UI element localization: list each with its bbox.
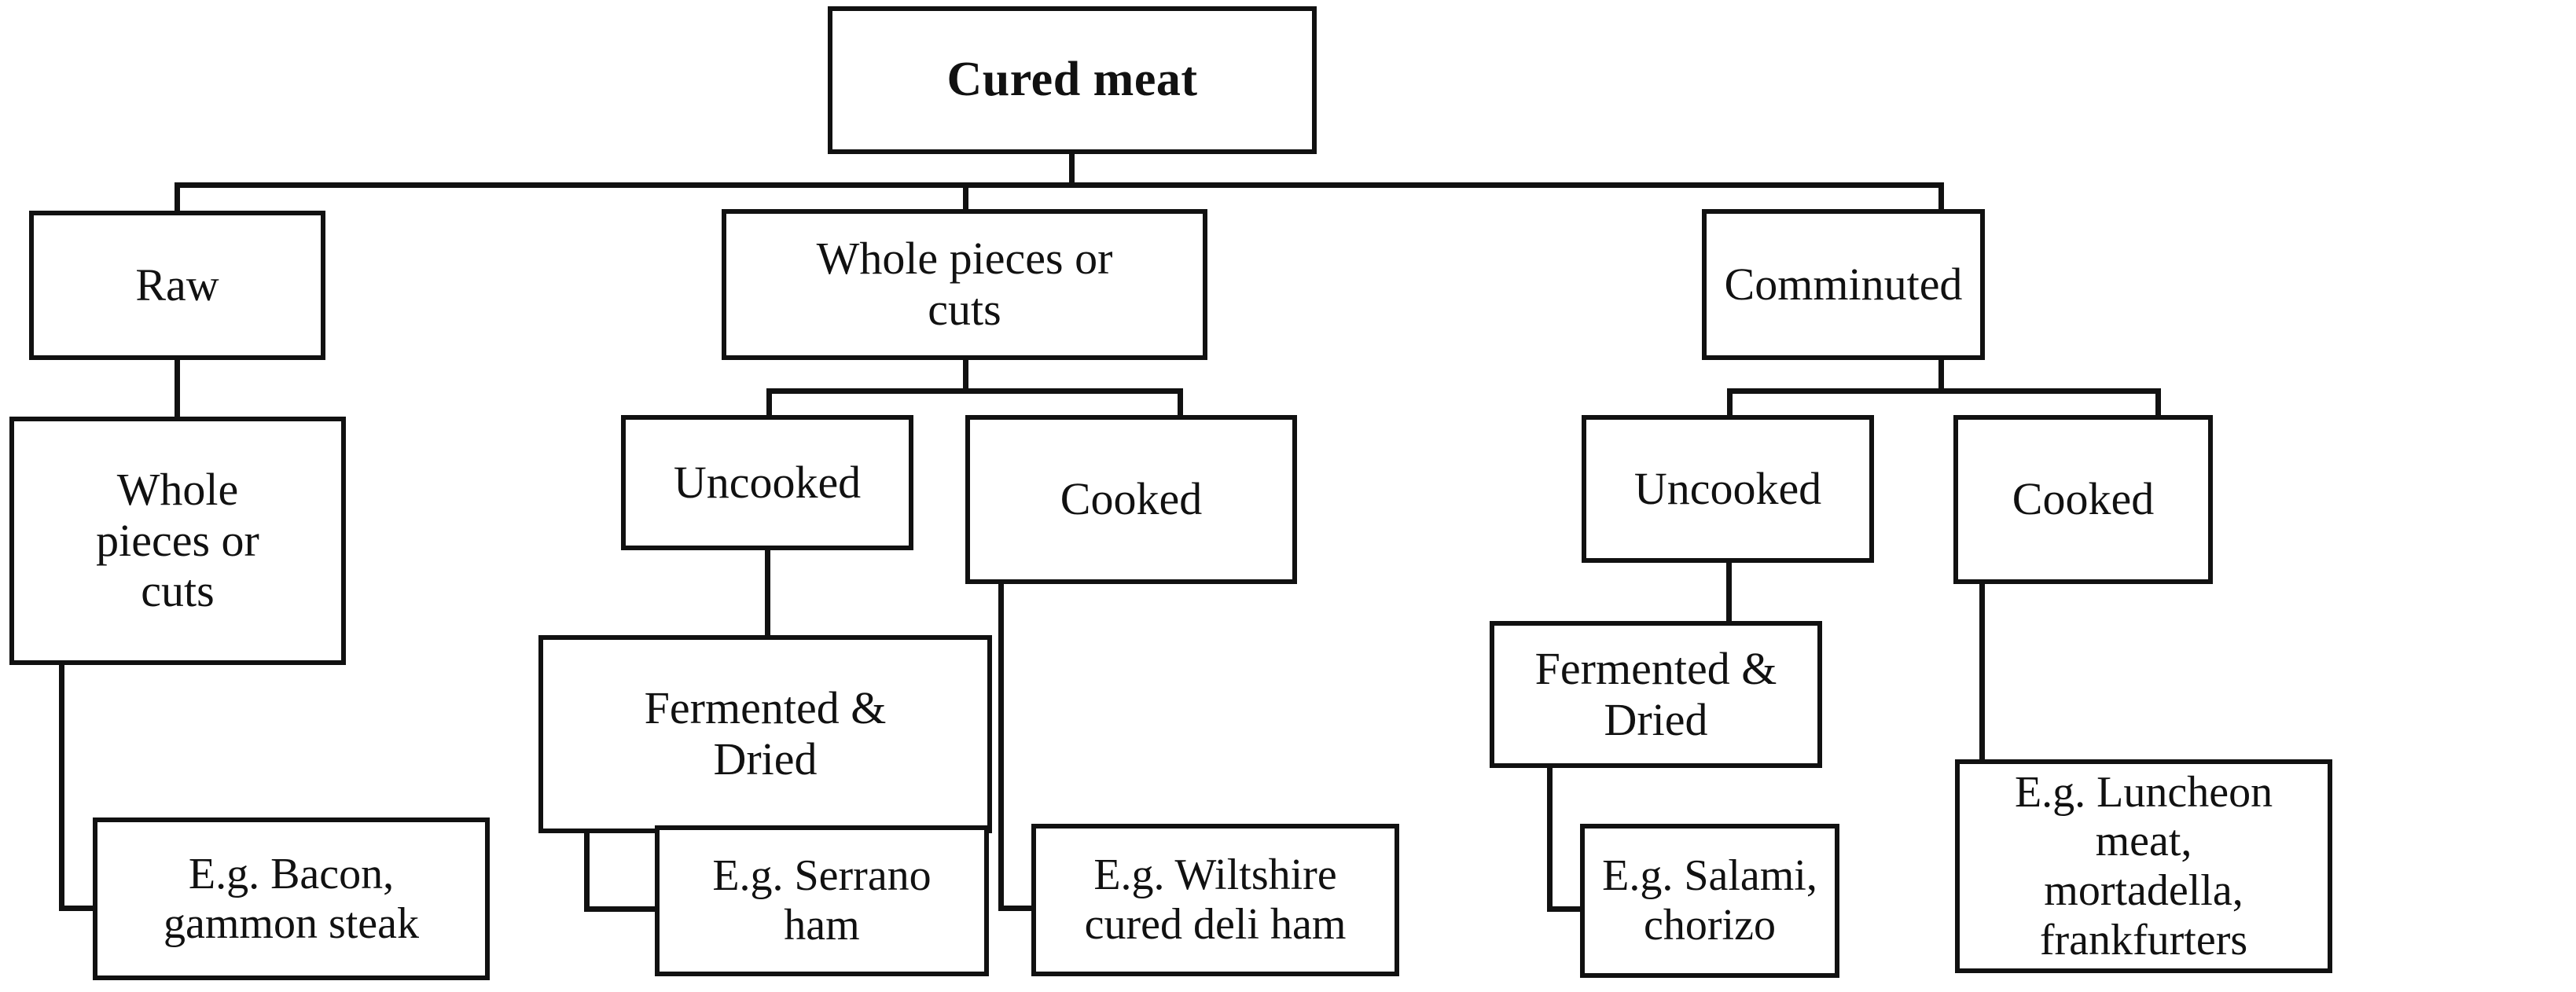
node-whole-pieces-or-cuts-mid-label: Whole pieces or cuts [816, 233, 1113, 335]
node-mid-fermented-and-dried[interactable]: Fermented & Dried [538, 635, 992, 833]
node-raw-whole-pieces-or-cuts[interactable]: Whole pieces or cuts [9, 417, 346, 665]
connector-comm-bus-to-cooked [2155, 388, 2161, 418]
connector-comm-bus-to-uncooked [1727, 388, 1733, 418]
connector-comm-uncooked-to-fermented [1726, 560, 1732, 623]
node-eg-salami-chorizo-label: E.g. Salami, chorizo [1602, 851, 1817, 950]
node-cured-meat-label: Cured meat [946, 53, 1198, 107]
node-eg-bacon-gammon-steak[interactable]: E.g. Bacon, gammon steak [93, 817, 490, 980]
node-cured-meat[interactable]: Cured meat [828, 6, 1317, 154]
connector-mid-cooked-to-wiltshire-horz [998, 906, 1042, 911]
connector-mid-fermented-to-serrano-vert [584, 832, 590, 912]
connector-mid-fermented-to-serrano-horz [584, 906, 663, 912]
node-eg-bacon-gammon-steak-label: E.g. Bacon, gammon steak [163, 849, 420, 948]
connector-bus-to-raw [175, 182, 180, 214]
connector-comm-split-bus [1727, 388, 2161, 394]
node-mid-fermented-and-dried-label: Fermented & Dried [644, 682, 887, 784]
node-eg-wiltshire-cured-deli-ham[interactable]: E.g. Wiltshire cured deli ham [1031, 824, 1399, 976]
connector-mid-bus-to-uncooked [766, 388, 772, 418]
connector-mid-bus-to-cooked [1178, 388, 1183, 418]
connector-bus-to-comminuted [1938, 182, 1944, 214]
node-comminuted[interactable]: Comminuted [1702, 209, 1985, 360]
node-comminuted-uncooked[interactable]: Uncooked [1582, 415, 1874, 563]
connector-comm-cooked-to-luncheon-vert [1979, 582, 1985, 847]
node-eg-serrano-ham-label: E.g. Serrano ham [712, 851, 932, 950]
node-comminuted-cooked[interactable]: Cooked [1953, 415, 2213, 584]
node-raw-whole-pieces-or-cuts-label: Whole pieces or cuts [96, 463, 259, 617]
node-eg-wiltshire-cured-deli-ham-label: E.g. Wiltshire cured deli ham [1084, 851, 1347, 949]
connector-raw-to-whole-pieces [175, 358, 180, 419]
node-mid-cooked-label: Cooked [1060, 473, 1203, 525]
connector-mid-cooked-to-wiltshire-vert [998, 582, 1004, 910]
node-raw[interactable]: Raw [29, 211, 325, 360]
node-comminuted-fermented-and-dried-label: Fermented & Dried [1534, 642, 1777, 745]
node-comminuted-label: Comminuted [1724, 258, 1963, 310]
connector-mid-split-bus [766, 388, 1183, 394]
node-mid-uncooked-label: Uncooked [673, 456, 862, 508]
connector-left-whole-to-bacon-vert [59, 663, 64, 910]
node-eg-serrano-ham[interactable]: E.g. Serrano ham [655, 825, 989, 976]
connector-comm-stem [1938, 356, 1944, 391]
connector-top-bus [177, 182, 1944, 188]
node-raw-label: Raw [135, 259, 219, 310]
node-comminuted-fermented-and-dried[interactable]: Fermented & Dried [1490, 621, 1822, 768]
connector-bus-to-whole-pieces [963, 182, 968, 214]
connector-comm-fermented-to-salami-vert [1547, 766, 1553, 912]
node-comminuted-cooked-label: Cooked [2012, 473, 2155, 525]
node-whole-pieces-or-cuts-mid[interactable]: Whole pieces or cuts [722, 209, 1207, 360]
connector-root-stem [1069, 149, 1075, 188]
node-mid-uncooked[interactable]: Uncooked [621, 415, 913, 550]
node-eg-salami-chorizo[interactable]: E.g. Salami, chorizo [1580, 824, 1839, 978]
node-eg-luncheon-meat-mortadella-frankfurters[interactable]: E.g. Luncheon meat, mortadella, frankfur… [1955, 759, 2332, 973]
connector-mid-uncooked-to-fermented [765, 549, 770, 637]
connector-mid-whole-stem [963, 356, 968, 391]
node-mid-cooked[interactable]: Cooked [965, 415, 1297, 584]
node-comminuted-uncooked-label: Uncooked [1633, 462, 1822, 514]
node-eg-luncheon-meat-mortadella-frankfurters-label: E.g. Luncheon meat, mortadella, frankfur… [2014, 767, 2273, 964]
